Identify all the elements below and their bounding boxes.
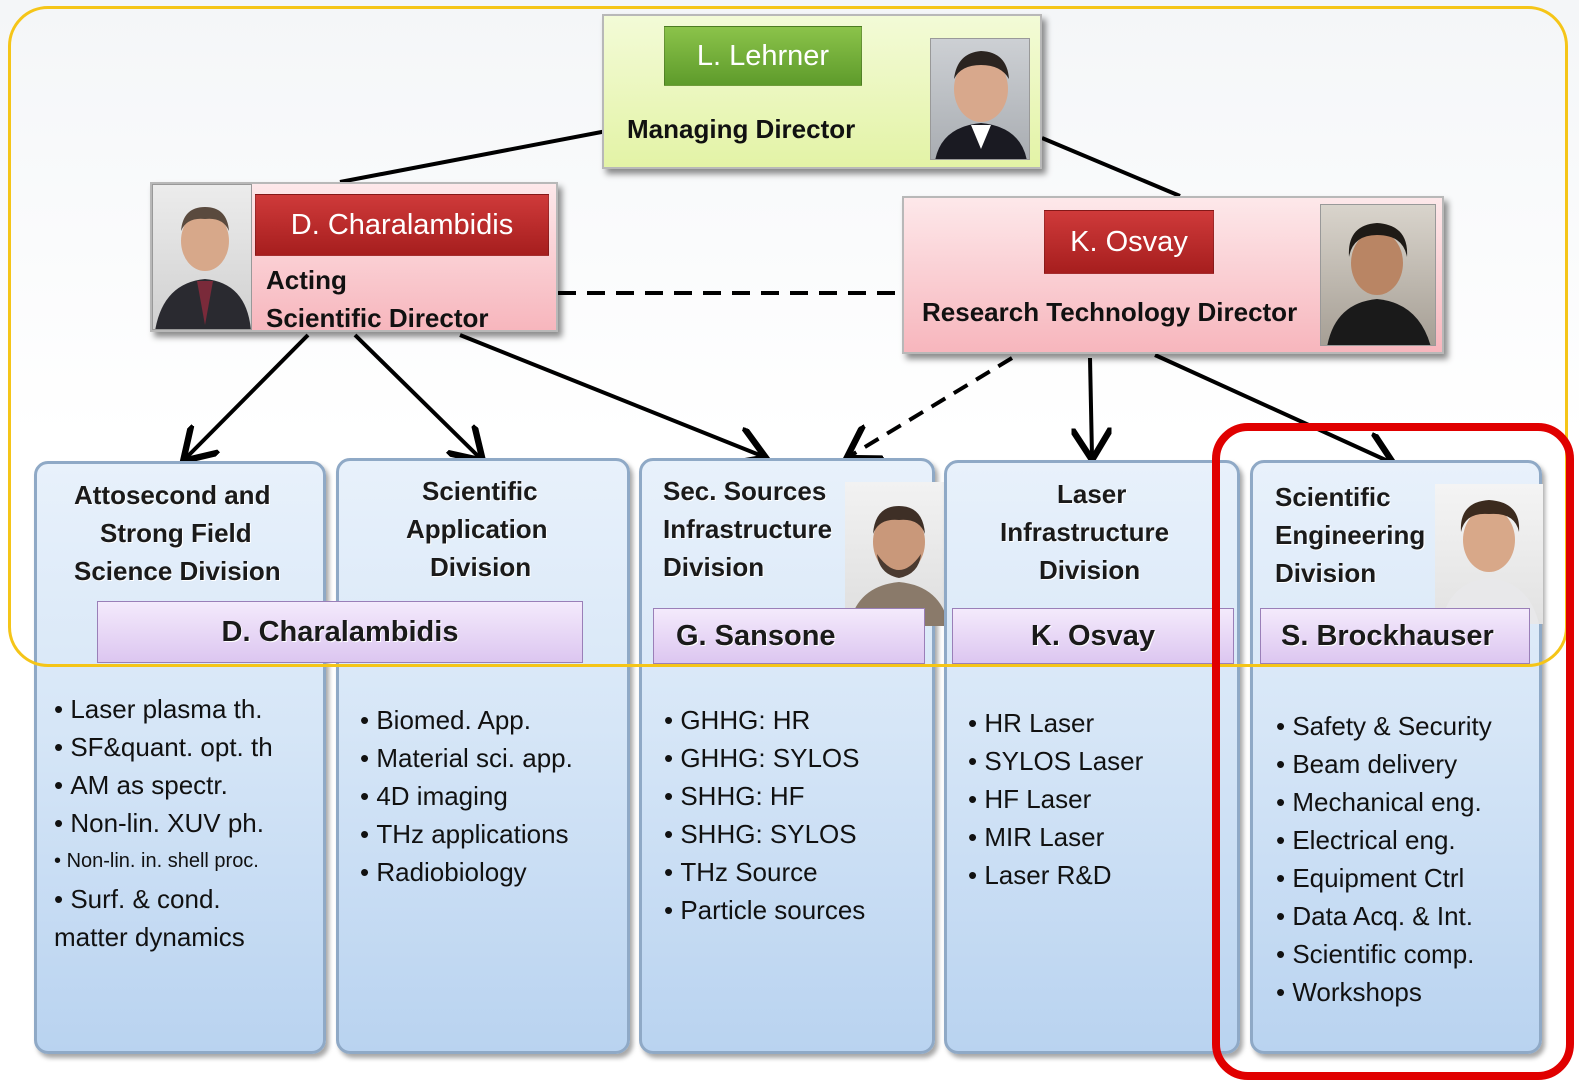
managing-director-box: L. Lehrner Managing Director xyxy=(602,14,1042,169)
list-item: SYLOS Laser xyxy=(968,742,1143,780)
division-laser-title-2: Infrastructure xyxy=(1000,517,1170,547)
arrow-to-attosecond xyxy=(186,333,310,458)
division-laser-items: HR Laser SYLOS Laser HF Laser MIR Laser … xyxy=(968,704,1143,894)
research-director-name: K. Osvay xyxy=(1044,210,1214,274)
list-item: 4D imaging xyxy=(360,777,573,815)
list-item: Material sci. app. xyxy=(360,739,573,777)
division-engineering-title-3: Division xyxy=(1275,558,1377,588)
list-item: Laser plasma th. xyxy=(54,690,273,728)
list-item: Radiobiology xyxy=(360,853,573,891)
list-item: Safety & Security xyxy=(1276,707,1491,745)
division-secondary-title-2: Infrastructure xyxy=(663,514,833,544)
division-engineering-title-2: Engineering xyxy=(1275,520,1426,550)
division-application-title-1: Scientific xyxy=(422,476,538,506)
connector-managing-research xyxy=(1041,136,1181,198)
division-secondary-title-3: Division xyxy=(663,552,765,582)
list-item: matter dynamics xyxy=(54,922,245,952)
division-attosecond-lead: D. Charalambidis xyxy=(97,601,583,663)
division-engineering-title-1: Scientific xyxy=(1275,482,1391,512)
list-item: GHHG: SYLOS xyxy=(664,739,865,777)
brockhauser-photo-icon xyxy=(1435,484,1543,624)
division-laser-lead: K. Osvay xyxy=(952,608,1234,664)
managing-director-title: Managing Director xyxy=(627,114,856,144)
sansone-photo-icon xyxy=(845,482,952,626)
list-item: SHHG: SYLOS xyxy=(664,815,865,853)
division-laser-title-3: Division xyxy=(1039,555,1141,585)
arrow-to-secondary xyxy=(459,333,762,456)
list-item: HF Laser xyxy=(968,780,1143,818)
list-item: Non-lin. XUV ph. xyxy=(54,804,273,842)
division-engineering-items: Safety & Security Beam delivery Mechanic… xyxy=(1276,707,1492,1011)
list-item: SF&quant. opt. th xyxy=(54,728,272,766)
scientific-director-photo-icon xyxy=(152,184,252,330)
list-item: THz applications xyxy=(360,815,573,853)
arrow-to-application xyxy=(353,333,480,458)
arrow-to-engineering xyxy=(1154,353,1390,462)
research-director-photo-icon xyxy=(1320,204,1436,346)
research-director-box: K. Osvay Research Technology Director xyxy=(902,196,1444,354)
division-attosecond-title-1: Attosecond and xyxy=(74,480,271,510)
list-item: Laser R&D xyxy=(968,856,1143,894)
list-item: MIR Laser xyxy=(968,818,1143,856)
division-application-items: Biomed. App. Material sci. app. 4D imagi… xyxy=(360,701,573,891)
managing-director-photo-icon xyxy=(930,38,1030,160)
scientific-director-box: D. Charalambidis Acting Scientific Direc… xyxy=(150,182,558,333)
list-item: AM as spectr. xyxy=(54,766,273,804)
list-item: Workshops xyxy=(1276,973,1492,1011)
arrow-to-laser xyxy=(1090,357,1092,456)
division-application-title-3: Division xyxy=(430,552,532,582)
division-engineering-lead: S. Brockhauser xyxy=(1260,608,1530,664)
division-laser-title-1: Laser xyxy=(1057,479,1127,509)
list-item: Data Acq. & Int. xyxy=(1276,897,1492,935)
list-item: Electrical eng. xyxy=(1276,821,1492,859)
division-application-title-2: Application xyxy=(406,514,548,544)
managing-director-name: L. Lehrner xyxy=(664,26,862,86)
list-item: SHHG: HF xyxy=(664,777,865,815)
list-item: Biomed. App. xyxy=(360,701,573,739)
division-attosecond-title-2: Strong Field xyxy=(100,518,252,548)
division-attosecond-title-3: Science Division xyxy=(74,556,281,586)
scientific-director-title-1: Acting xyxy=(266,265,347,295)
dashed-arrow-to-secondary xyxy=(850,356,1014,456)
division-secondary-items: GHHG: HR GHHG: SYLOS SHHG: HF SHHG: SYLO… xyxy=(664,701,865,929)
list-item: Equipment Ctrl xyxy=(1276,859,1492,897)
connector-managing-scientific xyxy=(339,128,613,184)
list-item: Surf. & cond. xyxy=(54,880,273,918)
scientific-director-name: D. Charalambidis xyxy=(255,194,549,256)
list-item: GHHG: HR xyxy=(664,701,865,739)
list-item: Particle sources xyxy=(664,891,865,929)
list-item: Mechanical eng. xyxy=(1276,783,1492,821)
division-secondary-lead: G. Sansone xyxy=(653,608,925,664)
division-attosecond-items: Laser plasma th. SF&quant. opt. th AM as… xyxy=(54,690,273,956)
list-item: HR Laser xyxy=(968,704,1143,742)
list-item: Non-lin. in. shell proc. xyxy=(54,842,273,880)
research-director-title: Research Technology Director xyxy=(922,297,1298,327)
list-item: Scientific comp. xyxy=(1276,935,1492,973)
division-secondary-title-1: Sec. Sources xyxy=(663,476,827,506)
list-item: Beam delivery xyxy=(1276,745,1492,783)
scientific-director-title-2: Scientific Director xyxy=(266,303,489,333)
list-item: THz Source xyxy=(664,853,865,891)
